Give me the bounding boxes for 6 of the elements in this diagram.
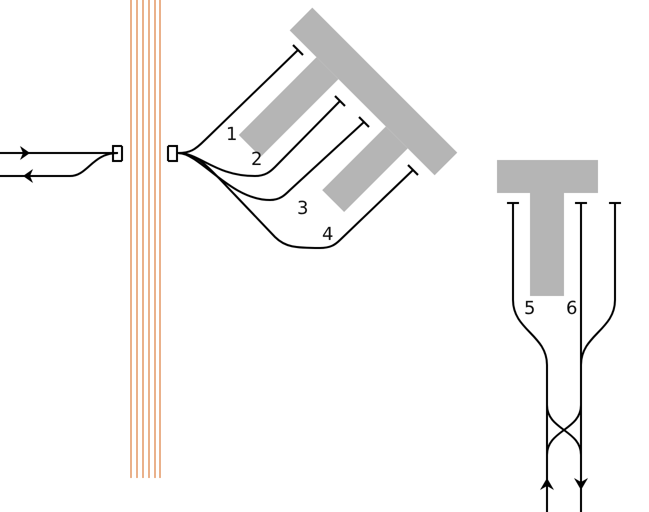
platform-number: 2 bbox=[251, 150, 262, 170]
platform-number: 6 bbox=[566, 299, 578, 319]
platform-number: 3 bbox=[297, 199, 308, 219]
platform-number: 5 bbox=[524, 299, 536, 319]
platform-number: 1 bbox=[226, 125, 238, 145]
platform-number: 4 bbox=[322, 225, 334, 245]
